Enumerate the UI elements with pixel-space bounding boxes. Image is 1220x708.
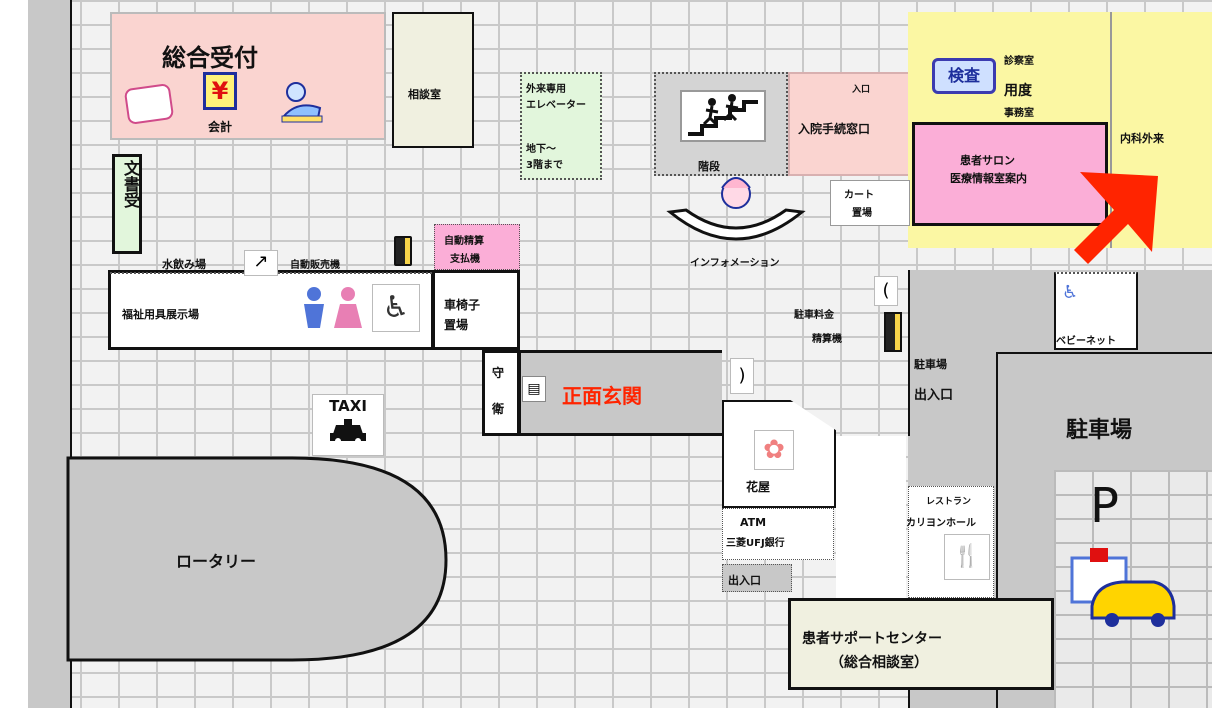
- cart-line2: 置場: [852, 208, 872, 219]
- elevator-line2: エレベーター: [526, 100, 586, 111]
- rotary-label: ロータリー: [176, 552, 257, 571]
- cart-line1: カート: [844, 190, 874, 201]
- water-fountain-label: 水飲み場: [162, 258, 206, 271]
- documents-counter: [112, 154, 142, 254]
- baby-room: [1054, 272, 1138, 350]
- wheelchair-storage: [432, 270, 520, 350]
- yen-symbol: ¥: [211, 77, 229, 105]
- atm-area: [722, 508, 834, 560]
- wheelchair-icon: ♿: [372, 284, 420, 332]
- side-exit-label: 出入口: [728, 574, 761, 587]
- admission-title: 入院手続窓口: [798, 122, 871, 136]
- fee-line1: 自動精算: [444, 236, 484, 247]
- phone-booth-icon: [394, 236, 412, 266]
- parking-fee-line2: 精算機: [812, 334, 842, 345]
- parking-label: 駐車場: [1066, 418, 1133, 443]
- support-center-line2: （総合相談室）: [830, 655, 928, 671]
- wheelchair-line2: 置場: [444, 318, 469, 332]
- fee-machine: [434, 224, 520, 270]
- consultation-room: [392, 12, 474, 148]
- parking-p-symbol: P: [1090, 478, 1119, 534]
- stairs-icon: [680, 90, 766, 142]
- restaurant-line1: レストラン: [926, 497, 972, 507]
- elevator-line4: 3階まで: [526, 160, 563, 171]
- atm-line1: ATM: [740, 516, 767, 529]
- top-right-label3: 事務室: [1004, 108, 1034, 119]
- right-margin: [1212, 0, 1220, 708]
- internal-med-divider: [1110, 12, 1112, 248]
- taxi-label: TAXI: [329, 397, 367, 415]
- taxi-sign: TAXI: [312, 394, 384, 456]
- elevator-area: [520, 72, 602, 180]
- rotary-area: [66, 454, 448, 664]
- patient-salon: [912, 122, 1108, 226]
- information-label: インフォメーション: [690, 258, 780, 269]
- guard-line1: 守: [492, 366, 505, 380]
- support-center-line1: 患者サポートセンター: [802, 631, 942, 647]
- parking-entrance-line1: 駐車場: [914, 358, 947, 371]
- parking-fee-machine-icon: [884, 312, 902, 352]
- patient-salon-line2: 医療情報室案内: [950, 172, 1027, 185]
- documents-label: 文書受: [121, 160, 140, 208]
- admission-small-label: 入口: [852, 85, 871, 95]
- support-center: [788, 598, 1054, 690]
- you-are-here-arrow: [1066, 168, 1170, 272]
- left-margin: [0, 0, 28, 708]
- phone-icon-upper: (: [874, 276, 898, 306]
- receptionist-icon: [278, 78, 326, 126]
- guard-room: [482, 350, 520, 436]
- stairs-label: 階段: [698, 160, 720, 173]
- baby-restroom-icon: ♿: [1062, 282, 1079, 303]
- restroom-icon: [298, 284, 368, 334]
- patient-salon-line1: 患者サロン: [960, 154, 1015, 167]
- welfare-label: 福祉用具展示場: [122, 308, 199, 321]
- parking-car-icon: [1068, 546, 1178, 630]
- restaurant-line2: カリヨンホール: [906, 518, 976, 529]
- elevator-line3: 地下～: [526, 144, 556, 155]
- trash-icon: ▤: [522, 376, 546, 402]
- side-exit: [722, 564, 792, 592]
- payment-label: 会計: [208, 120, 233, 134]
- consultation-room-label: 相談室: [408, 88, 441, 101]
- corridor: [836, 436, 906, 598]
- main-entrance: [518, 350, 722, 436]
- flower-icon: ✿: [754, 430, 794, 470]
- yen-icon: ¥: [203, 72, 237, 110]
- florist-label: 花屋: [746, 480, 771, 494]
- parking-fee-line1: 駐車料金: [794, 310, 834, 321]
- cart-storage: [830, 180, 910, 226]
- water-fountain-icon: ↗: [244, 250, 278, 276]
- exam-badge: 検査: [932, 58, 996, 94]
- internal-medicine-label: 内科外来: [1120, 132, 1164, 145]
- entrance-label: 正面玄関: [562, 384, 642, 408]
- exam-badge-label: 検査: [947, 66, 980, 85]
- elevator-line1: 外来専用: [526, 84, 566, 95]
- guard-line2: 衛: [492, 402, 505, 416]
- left-road: [28, 0, 72, 708]
- phone-icon-lower: ): [730, 358, 754, 394]
- ticket-icon: [123, 82, 175, 126]
- top-right-label1: 診察室: [1004, 56, 1034, 67]
- vending-label: 自動販売機: [290, 260, 340, 271]
- cutlery-icon: 🍴: [944, 534, 990, 580]
- information-desk: [666, 148, 806, 248]
- wheelchair-line1: 車椅子: [444, 298, 481, 312]
- fee-line2: 支払機: [450, 254, 480, 265]
- top-right-label2: 用度: [1004, 83, 1032, 99]
- atm-line2: 三菱UFJ銀行: [726, 538, 785, 549]
- reception-title: 総合受付: [162, 44, 258, 72]
- parking-entrance-line2: 出入口: [914, 388, 954, 403]
- taxi-car-icon: [330, 419, 366, 444]
- baby-label: ベビーネット: [1056, 336, 1116, 347]
